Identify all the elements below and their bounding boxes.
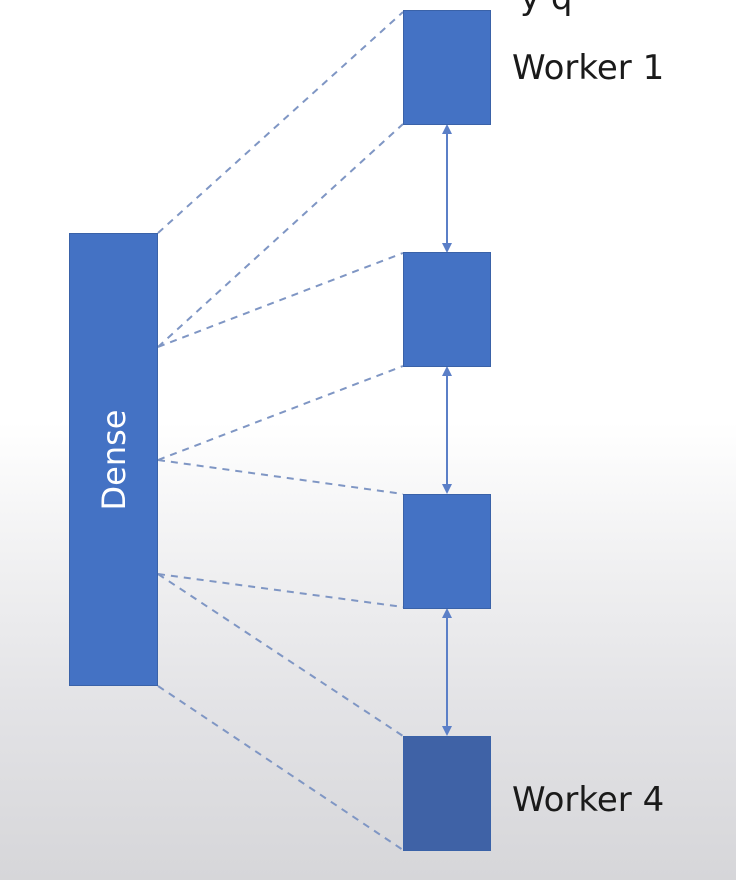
connector-line [157, 573, 404, 737]
dashed-connectors [157, 11, 404, 851]
worker-box-4 [403, 736, 491, 851]
worker-1-label: Worker 1 [512, 48, 665, 88]
connector-line [157, 459, 404, 495]
dense-label: Dense [95, 409, 133, 511]
worker-box-3 [403, 494, 491, 609]
connector-line [157, 573, 404, 608]
worker-box-2 [403, 252, 491, 367]
worker-4-label: Worker 4 [512, 780, 665, 820]
worker-box-1 [403, 10, 491, 125]
connector-line [157, 11, 404, 234]
connector-line [157, 365, 404, 461]
connector-line [157, 123, 404, 348]
dense-layer-box: Dense [69, 233, 158, 686]
connector-line [157, 252, 404, 348]
connector-line [157, 685, 404, 851]
clipped-title-fragment: y q [520, 0, 573, 18]
